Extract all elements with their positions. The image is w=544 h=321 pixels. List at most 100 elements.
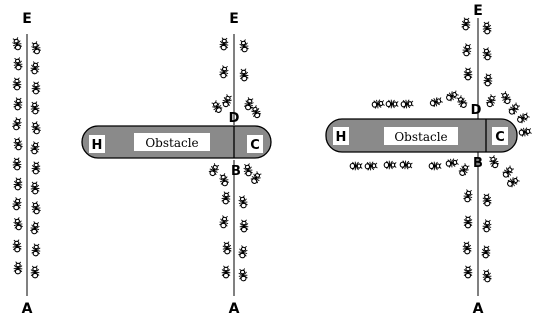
ant-icon — [364, 160, 379, 172]
ant-icon — [383, 160, 397, 170]
label-c: C — [495, 130, 505, 145]
ant-icon — [239, 219, 249, 233]
ant-icon — [349, 161, 363, 171]
ant-icon — [238, 67, 250, 82]
ant-icon — [29, 265, 41, 279]
ant-icon — [249, 104, 263, 120]
ant-icon — [505, 174, 522, 190]
ant-icon — [237, 194, 249, 210]
ant-icon — [482, 72, 494, 87]
ant-icon — [12, 176, 24, 191]
ant-icon — [506, 100, 522, 117]
ant-icon — [500, 163, 516, 180]
ant-icon — [237, 244, 249, 260]
ant-icon — [463, 215, 473, 229]
end-box-c — [247, 135, 263, 153]
ant-icon — [220, 93, 234, 109]
ant-icon — [481, 218, 493, 233]
label-e: E — [229, 11, 239, 27]
obstacle-label-box — [384, 127, 458, 145]
ant-icon — [460, 16, 472, 31]
ant-icon — [29, 100, 41, 115]
end-box-c — [492, 127, 508, 145]
ant-icon — [481, 20, 493, 35]
ant-icon — [481, 268, 493, 283]
label-d: D — [471, 103, 482, 118]
ant-icon — [207, 162, 222, 178]
label-a: A — [473, 301, 484, 317]
ant-icon — [29, 40, 43, 56]
ant-icon — [12, 56, 24, 71]
ant-icon — [461, 42, 473, 58]
panel-middle: Obstacle H C D B E A — [81, 11, 272, 317]
ant-icon — [10, 36, 24, 52]
ant-icon — [29, 140, 41, 156]
ant-icon — [517, 126, 533, 138]
ant-icon — [11, 216, 24, 232]
ant-icon — [242, 162, 254, 178]
ant-icon — [461, 240, 473, 255]
label-h: H — [336, 130, 347, 145]
ant-icon — [463, 67, 473, 81]
label-e: E — [22, 11, 32, 27]
ant-icon — [217, 172, 231, 188]
ant-icon — [221, 265, 231, 279]
ant-icon — [444, 157, 460, 169]
ant-icon — [370, 98, 386, 110]
ant-icon — [481, 192, 493, 207]
label-b: B — [231, 164, 241, 179]
ant-icon — [11, 196, 23, 212]
ant-group — [10, 36, 43, 279]
ant-icon — [30, 200, 42, 216]
end-box-h — [333, 127, 349, 145]
ant-group — [207, 36, 264, 282]
ant-icon — [463, 265, 473, 279]
ant-icon — [462, 188, 474, 204]
label-b: B — [473, 156, 483, 171]
ant-icon — [218, 214, 230, 230]
ant-icon — [400, 98, 415, 110]
ant-icon — [29, 220, 42, 236]
ant-icon — [221, 240, 233, 255]
ant-icon — [428, 161, 442, 171]
end-box-h — [89, 135, 105, 153]
ant-icon — [218, 64, 230, 80]
ant-icon — [385, 99, 399, 109]
label-c: C — [250, 138, 260, 153]
obstacle-label: Obstacle — [394, 130, 447, 144]
label-h: H — [92, 138, 103, 153]
obstacle-label-box — [134, 133, 210, 151]
ant-icon — [481, 46, 493, 62]
ant-icon — [237, 267, 249, 282]
ant-icon — [428, 95, 444, 109]
ant-icon — [456, 161, 472, 178]
ant-icon — [498, 90, 513, 106]
ant-icon — [209, 98, 225, 115]
ant-icon — [487, 154, 501, 170]
ant-icon — [12, 136, 24, 152]
panel-right: Obstacle H C D B E A — [325, 3, 533, 317]
label-a: A — [229, 301, 240, 317]
ant-icon — [12, 261, 24, 275]
ant-icon — [31, 81, 41, 95]
ant-icon — [12, 77, 22, 91]
ant-icon — [11, 157, 23, 171]
label-e: E — [473, 3, 483, 19]
label-d: D — [229, 111, 240, 126]
ant-icon — [444, 88, 461, 104]
ant-icon — [220, 190, 232, 205]
ant-icon — [12, 96, 24, 111]
ant-icon — [218, 36, 230, 51]
ant-icon — [29, 60, 41, 75]
ant-icon — [30, 242, 42, 257]
ant-icon — [10, 116, 24, 132]
label-a: A — [22, 301, 33, 317]
ant-icon — [238, 38, 250, 54]
ant-icon — [29, 180, 41, 195]
ant-icon — [484, 93, 498, 109]
ant-icon — [454, 93, 470, 110]
ant-icon — [11, 238, 23, 253]
ant-icon — [399, 159, 414, 171]
